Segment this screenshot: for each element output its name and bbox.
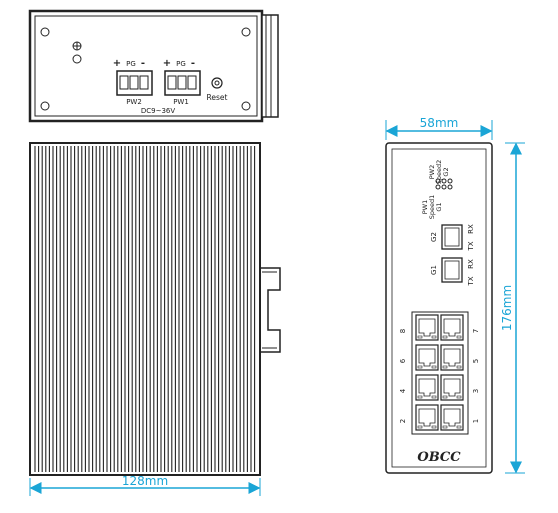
side-view: 128mm bbox=[29, 142, 281, 496]
led-label-g1: G1 bbox=[435, 202, 443, 211]
led-pw1 bbox=[435, 184, 441, 190]
side-width-label: 128mm bbox=[122, 474, 168, 488]
port-label-6: 6 bbox=[399, 358, 407, 363]
led-speed2 bbox=[441, 178, 447, 184]
pw2-label: PW2 bbox=[126, 98, 142, 106]
led-label-pw1: PW1 bbox=[421, 200, 429, 214]
sfp-port-g2: G2 RX TX bbox=[430, 224, 475, 252]
led-panel: PW1 Speed1 G1 PW2 Speed2 G2 bbox=[421, 160, 453, 220]
power-connector-pw1: + PG - PW1 bbox=[163, 58, 201, 106]
brand-logo: OBCC bbox=[417, 450, 461, 465]
sfp-port-g1: G1 RX TX bbox=[430, 257, 475, 287]
top-panel-inner bbox=[34, 15, 258, 117]
din-rail-clip bbox=[260, 267, 281, 353]
led-label-g2: G2 bbox=[442, 167, 450, 176]
rj45-port bbox=[440, 314, 464, 341]
led-speed1 bbox=[441, 184, 447, 190]
top-screws bbox=[40, 27, 251, 111]
rj45-ports bbox=[415, 314, 464, 431]
rj45-port bbox=[415, 404, 439, 431]
rj45-port bbox=[415, 344, 439, 371]
sfp-g2-rx: RX bbox=[467, 224, 475, 234]
led-pw2 bbox=[435, 178, 441, 184]
port-label-7: 7 bbox=[472, 329, 480, 333]
reset-label: Reset bbox=[207, 93, 228, 102]
port-label-2: 2 bbox=[399, 419, 407, 423]
power-connector-pw2: + PG - PW2 bbox=[113, 58, 153, 106]
top-view: + PG - PW2 + PG - PW1 DC9~36V Reset bbox=[28, 9, 279, 123]
top-heatsink-edge bbox=[261, 14, 279, 118]
rj45-port bbox=[440, 344, 464, 371]
port-label-3: 3 bbox=[472, 389, 480, 393]
rj45-block bbox=[411, 311, 469, 435]
front-height-label: 176mm bbox=[500, 285, 514, 331]
pw2-pg-label: PG bbox=[126, 60, 136, 68]
pw1-pg-label: PG bbox=[176, 60, 186, 68]
sfp-g2-label: G2 bbox=[430, 232, 438, 242]
port-label-1: 1 bbox=[472, 419, 480, 423]
ground-icon bbox=[72, 41, 82, 64]
rj45-port bbox=[440, 374, 464, 401]
sfp-g1-label: G1 bbox=[430, 265, 438, 275]
voltage-label: DC9~36V bbox=[141, 107, 176, 115]
rj45-port bbox=[440, 404, 464, 431]
front-width-label: 58mm bbox=[420, 116, 459, 130]
reset-button: Reset bbox=[207, 77, 228, 102]
rj45-port bbox=[415, 374, 439, 401]
port-label-8: 8 bbox=[399, 329, 407, 333]
led-g2 bbox=[447, 178, 453, 184]
port-label-4: 4 bbox=[399, 388, 407, 393]
pw2-minus: - bbox=[141, 58, 145, 69]
rj45-port bbox=[415, 314, 439, 341]
pw2-plus: + bbox=[113, 58, 121, 69]
heatsink-fins bbox=[34, 146, 256, 472]
sfp-g1-rx: RX bbox=[467, 259, 475, 269]
front-view: 58mm 176mm PW1 Speed1 G1 PW2 Speed2 G2 G… bbox=[385, 116, 525, 474]
pw1-label: PW1 bbox=[173, 98, 189, 106]
led-label-speed2: Speed2 bbox=[435, 160, 443, 185]
pw1-minus: - bbox=[191, 58, 195, 69]
sfp-g2-tx: TX bbox=[467, 241, 475, 251]
led-g1 bbox=[447, 184, 453, 190]
sfp-g1-tx: TX bbox=[467, 276, 475, 286]
top-panel-outline bbox=[28, 9, 264, 123]
pw1-plus: + bbox=[163, 58, 171, 69]
port-label-5: 5 bbox=[472, 359, 480, 363]
led-label-pw2: PW2 bbox=[428, 165, 436, 179]
led-label-speed1: Speed1 bbox=[428, 195, 436, 220]
